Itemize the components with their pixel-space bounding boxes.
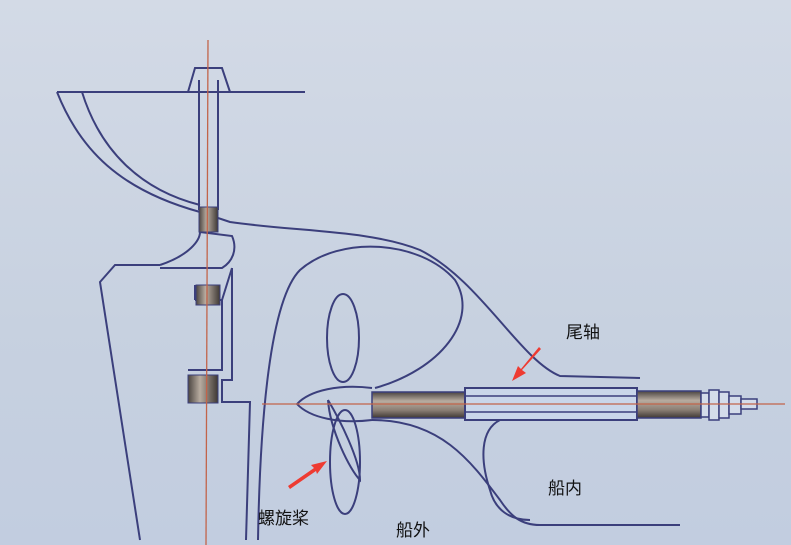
rudder-bearing-mid xyxy=(195,284,221,306)
shaft-coupling xyxy=(700,389,758,421)
pointer-arrows xyxy=(288,347,541,489)
propeller-label: 螺旋桨 xyxy=(258,509,309,529)
inside-hull-label: 船内 xyxy=(548,479,582,499)
tail-shaft-arrow-icon xyxy=(512,347,541,381)
rudder-horn xyxy=(159,230,236,269)
propeller-blade-mid xyxy=(327,399,362,483)
rudder-stock-cap xyxy=(187,67,231,93)
aperture-loop xyxy=(257,245,464,541)
outside-hull-label: 船外 xyxy=(396,521,430,541)
hull-inner xyxy=(81,91,201,206)
rudder-bearing-top xyxy=(198,206,219,233)
tail-shaft-label: 尾轴 xyxy=(566,323,600,343)
rudder-outline xyxy=(98,264,252,541)
propeller-arrow-icon xyxy=(288,461,327,489)
hull-lower-outer xyxy=(371,419,680,526)
rudder-stock xyxy=(198,80,219,210)
hull-lower-inner xyxy=(482,419,560,521)
propeller-blade-upper xyxy=(326,293,360,383)
hull-outer xyxy=(56,91,641,379)
propeller-blade-lower xyxy=(329,409,361,515)
shaft-dark-forward xyxy=(371,391,466,419)
rudder-bearing-low xyxy=(187,374,219,404)
vertical-centerline xyxy=(205,39,209,545)
